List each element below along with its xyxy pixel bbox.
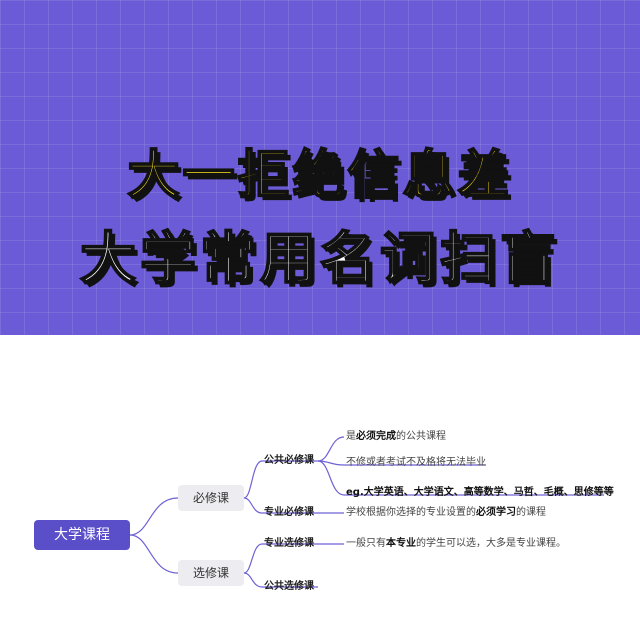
leaf-public-required-consequence: 不修或者考试不及格将无法毕业 xyxy=(346,457,486,468)
connector-public-leaf2 xyxy=(317,460,486,466)
node-major-required: 专业必修课 xyxy=(264,507,314,518)
leaf-major-elective-definition: 一般只有本专业的学生可以选，大多是专业课程。 xyxy=(346,538,566,549)
node-public-elective: 公共选修课 xyxy=(264,581,314,592)
connector-elective-public xyxy=(243,572,318,588)
connector-public-leaf1 xyxy=(317,436,345,462)
connector-required-major xyxy=(243,497,318,514)
node-public-required: 公共必修课 xyxy=(264,455,314,466)
node-major-elective: 专业选修课 xyxy=(264,538,314,549)
node-elective-courses: 选修课 xyxy=(178,560,244,586)
connector-root-elective xyxy=(129,534,179,574)
connector-root-required xyxy=(129,497,179,536)
leaf-public-required-examples: eg.大学英语、大学语文、高等数学、马哲、毛概、思修等等 xyxy=(346,487,614,498)
connector-elective-major xyxy=(243,543,318,574)
mind-map-connectors xyxy=(129,436,604,588)
connector-public-leaf3 xyxy=(317,460,604,496)
title-line-2: 大学常用名词扫盲 xyxy=(79,227,560,292)
leaf-public-required-definition: 是必须完成的公共课程 xyxy=(346,431,446,442)
mind-map: 大学课程 必修课 选修课 公共必修课 专业必修课 专业选修课 公共选修课 是必须… xyxy=(0,335,640,640)
leaf-major-required-definition: 学校根据你选择的专业设置的必须学习的课程 xyxy=(346,507,546,518)
node-required-courses: 必修课 xyxy=(178,485,244,511)
title-banner: 大一拒绝信息差 大学常用名词扫盲 xyxy=(0,0,640,335)
title-line-1: 大一拒绝信息差 xyxy=(126,146,513,206)
connector-required-public xyxy=(243,460,318,499)
root-node: 大学课程 xyxy=(34,520,130,550)
